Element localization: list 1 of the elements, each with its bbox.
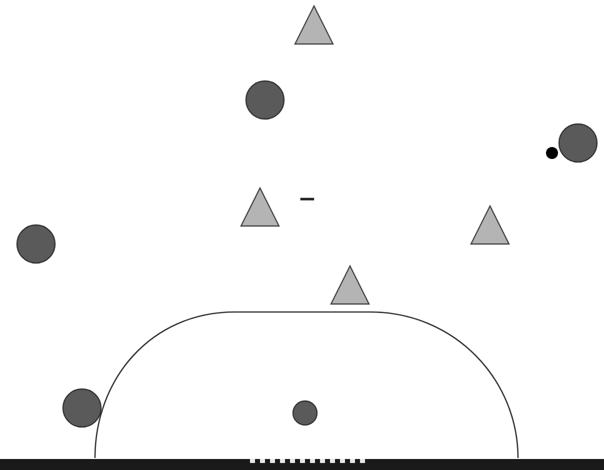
charge-sign: − [298,189,316,211]
